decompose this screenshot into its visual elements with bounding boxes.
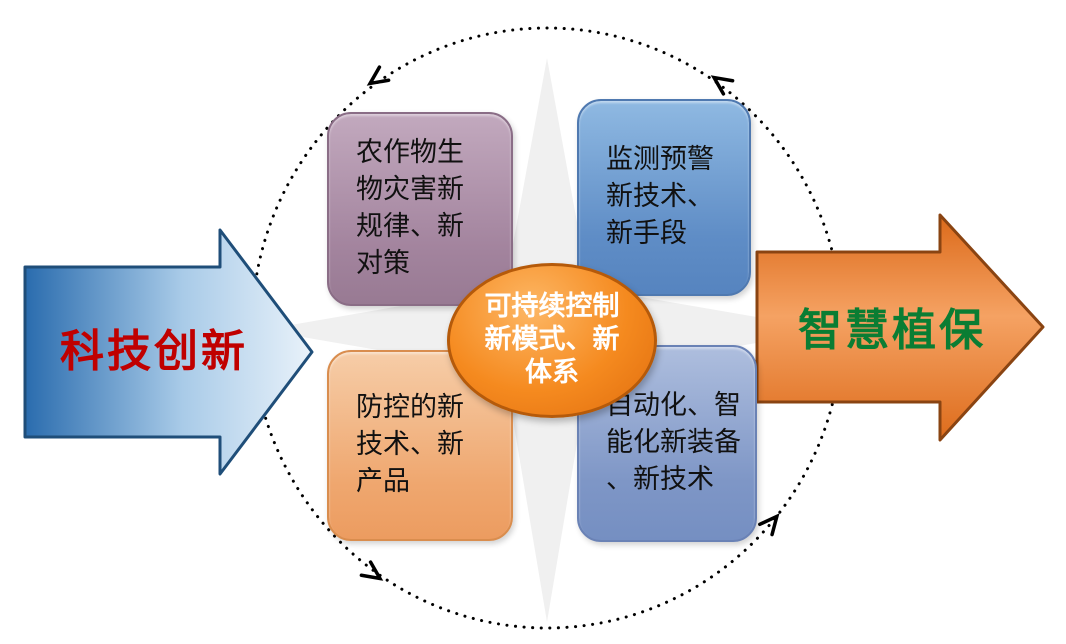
cycle-arrowhead-bottom-right <box>758 513 780 537</box>
cycle-arrowhead-top-left <box>366 65 391 86</box>
cycle-arrowhead-bottom-left <box>359 560 384 581</box>
box-crop-disaster-rules-label: 农作物生 物灾害新 规律、新 对策 <box>356 137 464 279</box>
box-monitoring-warning-label: 监测预警 新技术、 新手段 <box>606 144 714 249</box>
sustainable-control-label: 可持续控制 新模式、新 体系 <box>484 291 620 388</box>
box-crop-disaster-rules: 农作物生 物灾害新 规律、新 对策 <box>327 112 513 306</box>
smart-plant-protection-label: 智慧植保 <box>798 305 986 356</box>
box-automation-equipment-label: 自动化、智 能化新装备 、新技术 <box>606 390 741 495</box>
cycle-arrowhead-top-right <box>710 75 735 96</box>
tech-innovation-label: 科技创新 <box>60 326 248 377</box>
smart-plant-protection-arrow-shape <box>755 213 1045 442</box>
box-automation-equipment: 自动化、智 能化新装备 、新技术 <box>577 345 757 542</box>
sustainable-control-ellipse: 可持续控制 新模式、新 体系 <box>447 263 657 418</box>
box-prevention-control-label: 防控的新 技术、新 产品 <box>356 392 464 497</box>
tech-innovation-arrow-shape <box>23 228 314 476</box>
box-monitoring-warning: 监测预警 新技术、 新手段 <box>577 99 751 296</box>
